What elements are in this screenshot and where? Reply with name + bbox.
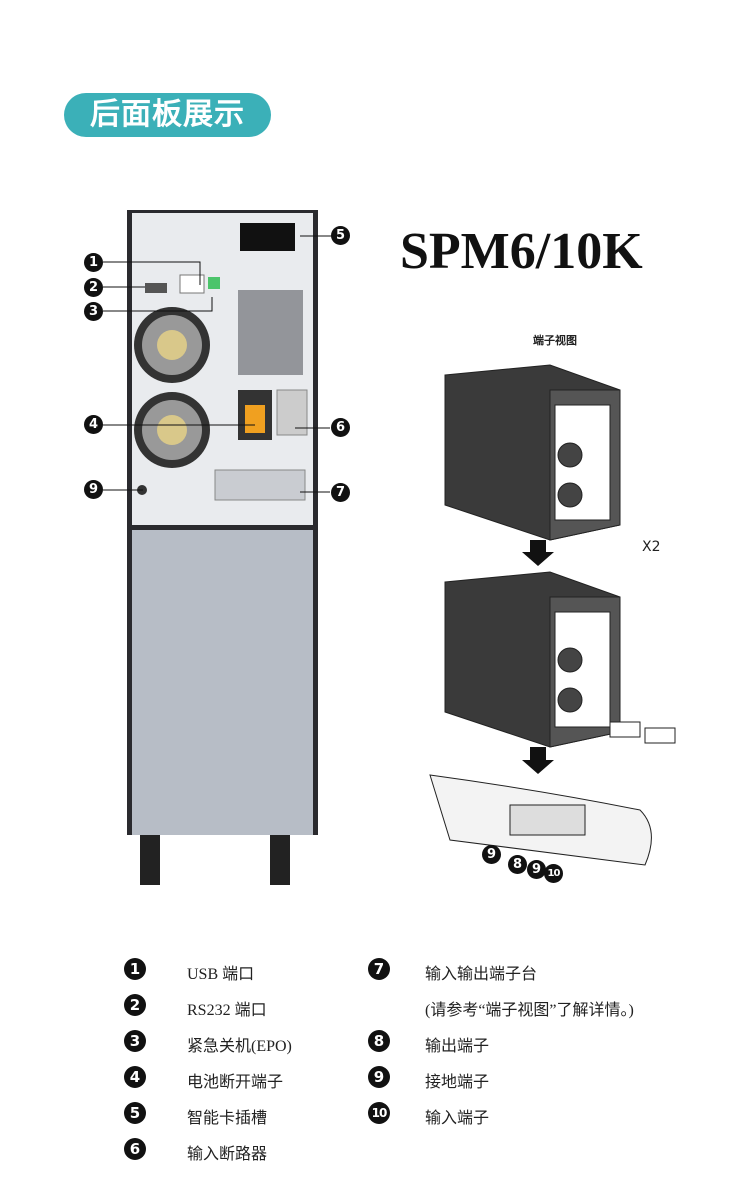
x2-label: X2	[642, 539, 661, 555]
callout-7: 7	[331, 483, 350, 502]
legend-num: 8	[368, 1030, 390, 1052]
legend-text: 输入输出端子台	[425, 966, 538, 983]
callout-6: 6	[331, 418, 350, 437]
legend-num: 5	[124, 1102, 146, 1124]
legend-num: 10	[368, 1102, 390, 1124]
legend-text: 智能卡插槽	[187, 1110, 268, 1127]
legend-text: 输出端子	[425, 1038, 490, 1055]
legend-text: 输入断路器	[187, 1146, 268, 1163]
legend-num: 1	[124, 958, 146, 980]
legend-text: 电池断开端子	[187, 1074, 284, 1091]
legend-num: 4	[124, 1066, 146, 1088]
legend-text: 接地端子	[425, 1074, 490, 1091]
section-title-badge: 后面板展示	[64, 93, 271, 137]
ups-rear-panel-image	[127, 210, 318, 885]
callout-9: 9	[84, 480, 103, 499]
callout-5: 5	[331, 226, 350, 245]
terminal-view-title: 端子视图	[533, 334, 577, 347]
legend-text: 紧急关机(EPO)	[187, 1038, 292, 1055]
callout-lines	[103, 235, 332, 493]
callout-8: 8	[508, 855, 527, 874]
model-name: SPM6/10K	[400, 223, 643, 280]
callout-10: 10	[544, 864, 563, 883]
legend-num: 3	[124, 1030, 146, 1052]
legend-text-note: (请参考“端子视图”了解详情。)	[425, 1002, 634, 1019]
legend-num: 9	[368, 1066, 390, 1088]
callout-1: 1	[84, 253, 103, 272]
callout-3: 3	[84, 302, 103, 321]
legend-text: USB 端口	[187, 966, 255, 983]
callout-9-terminal: 9	[482, 845, 501, 864]
legend-num: 2	[124, 994, 146, 1016]
callout-9-terminal-b: 9	[527, 860, 546, 879]
legend-text: RS232 端口	[187, 1002, 267, 1019]
callout-4: 4	[84, 415, 103, 434]
legend-num: 6	[124, 1138, 146, 1160]
callout-2: 2	[84, 278, 103, 297]
legend-num: 7	[368, 958, 390, 980]
terminal-view-diagram	[429, 364, 676, 866]
legend-text: 输入端子	[425, 1110, 490, 1127]
